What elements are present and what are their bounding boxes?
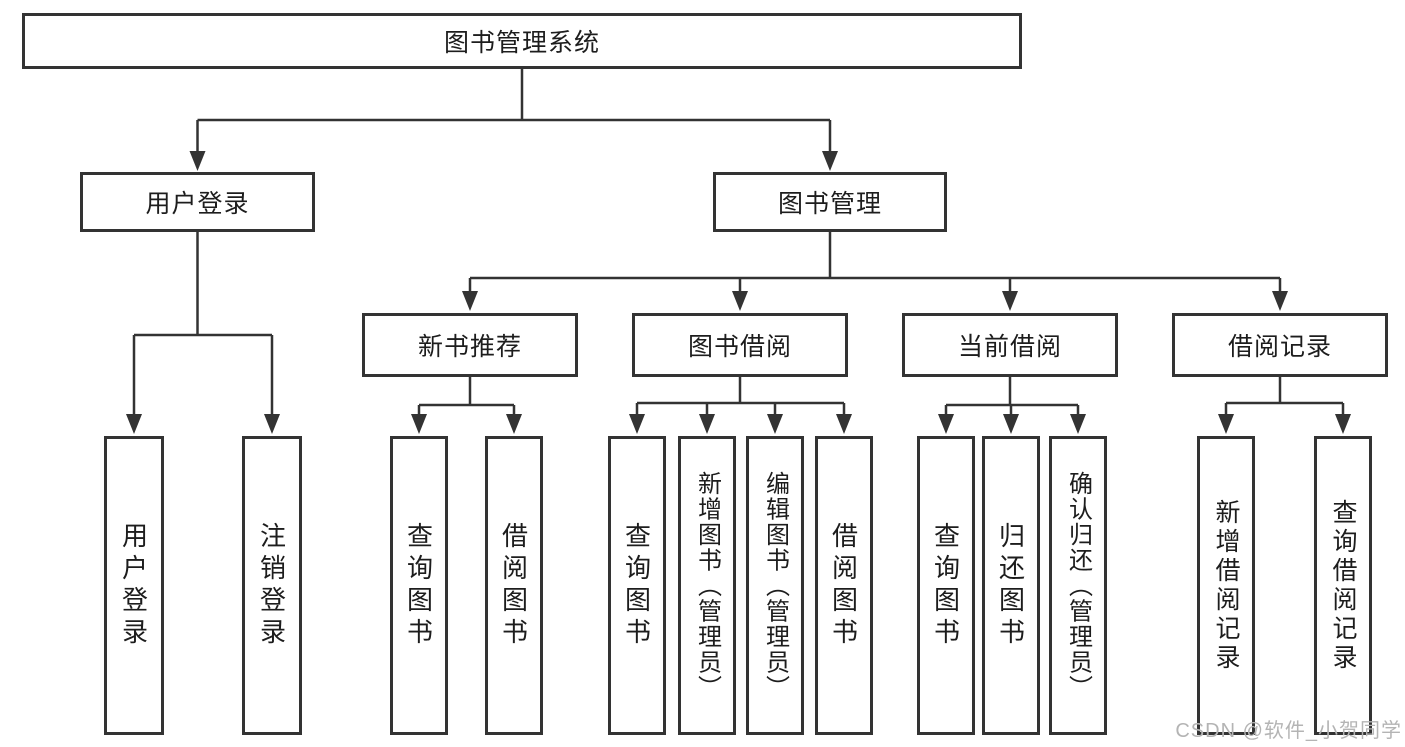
node-book-management-label: 图书管理: [777, 190, 882, 218]
node-book-borrow: 图书借阅: [632, 313, 848, 377]
node-library-system: 图书管理系统: [22, 13, 1022, 69]
leaf-add-books-admin-label: 新增图书（管理员）: [693, 470, 721, 701]
leaf-edit-books-admin: 编辑图书（管理员）: [746, 436, 804, 735]
leaf-user-login: 用户登录: [104, 436, 164, 735]
arrowhead-icons: [126, 151, 1351, 434]
leaf-add-borrow-record: 新增借阅记录: [1197, 436, 1255, 735]
node-current-borrow-label: 当前借阅: [957, 333, 1062, 361]
leaf-logout-login-label: 注销登录: [256, 521, 287, 650]
leaf-borrow-books-recommend: 借阅图书: [485, 436, 543, 735]
leaf-confirm-return-admin-label: 确认归还（管理员）: [1064, 470, 1092, 701]
node-book-management: 图书管理: [713, 172, 947, 232]
leaf-borrow-books-borrow-label: 借阅图书: [828, 521, 859, 650]
node-new-book-recommend: 新书推荐: [362, 313, 578, 377]
leaf-query-borrow-record: 查询借阅记录: [1314, 436, 1372, 735]
leaf-query-books-recommend: 查询图书: [390, 436, 448, 735]
node-book-borrow-label: 图书借阅: [687, 333, 792, 361]
node-user-login-label: 用户登录: [145, 190, 250, 218]
node-borrow-records: 借阅记录: [1172, 313, 1388, 377]
leaf-edit-books-admin-label: 编辑图书（管理员）: [761, 470, 789, 701]
leaf-logout-login: 注销登录: [242, 436, 302, 735]
node-library-system-label: 图书管理系统: [443, 29, 600, 57]
leaf-borrow-books-recommend-label: 借阅图书: [498, 521, 529, 650]
leaf-query-books-current: 查询图书: [917, 436, 975, 735]
leaf-confirm-return-admin: 确认归还（管理员）: [1049, 436, 1107, 735]
node-user-login: 用户登录: [80, 172, 315, 232]
leaf-query-borrow-record-label: 查询借阅记录: [1329, 498, 1357, 673]
leaf-query-books-borrow-label: 查询图书: [621, 521, 652, 650]
leaf-add-books-admin: 新增图书（管理员）: [678, 436, 736, 735]
leaf-query-books-recommend-label: 查询图书: [403, 521, 434, 650]
leaf-return-books-label: 归还图书: [995, 521, 1026, 650]
leaf-add-borrow-record-label: 新增借阅记录: [1212, 498, 1240, 673]
node-borrow-records-label: 借阅记录: [1227, 333, 1332, 361]
leaf-borrow-books-borrow: 借阅图书: [815, 436, 873, 735]
leaf-query-books-borrow: 查询图书: [608, 436, 666, 735]
node-current-borrow: 当前借阅: [902, 313, 1118, 377]
node-new-book-recommend-label: 新书推荐: [417, 333, 522, 361]
csdn-watermark: CSDN @软件_小贺同学: [1175, 720, 1402, 742]
leaf-user-login-label: 用户登录: [118, 521, 149, 650]
leaf-query-books-current-label: 查询图书: [930, 521, 961, 650]
leaf-return-books: 归还图书: [982, 436, 1040, 735]
